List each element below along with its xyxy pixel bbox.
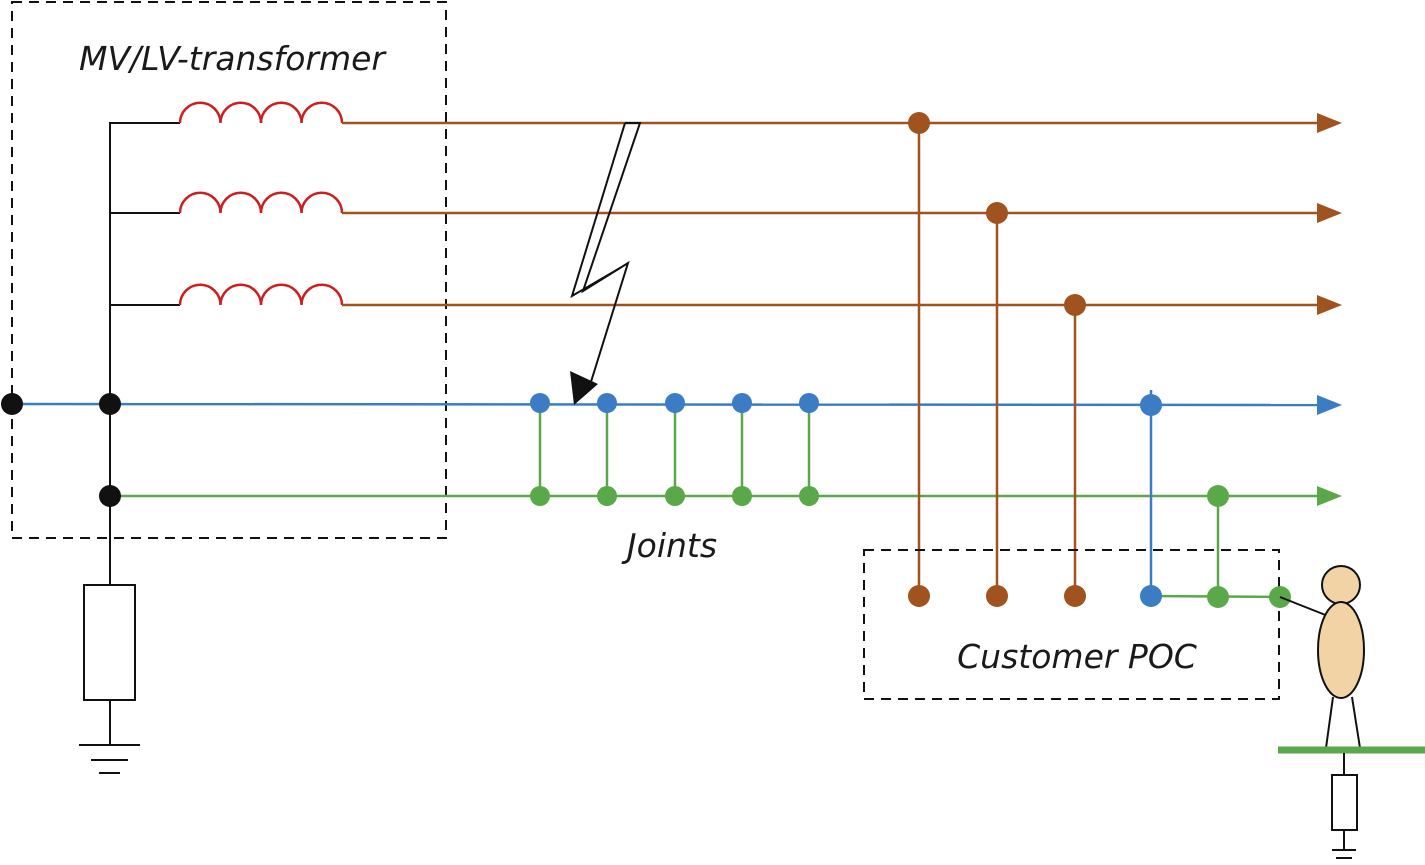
source-neutral-node (1, 393, 23, 415)
customer-poc-label: Customer POC (957, 637, 1197, 676)
earth-tap-node (1207, 485, 1229, 507)
joints-group (530, 393, 819, 506)
transformer-coil-3 (178, 283, 344, 306)
ground-symbol-icon (79, 744, 140, 774)
joint-neutral-node-2 (597, 393, 617, 413)
star-earth-node (99, 485, 121, 507)
neutral-conductor (11, 402, 1319, 407)
resistor-icon (83, 584, 136, 701)
phase-tap-node-3 (1064, 294, 1086, 316)
poc-terminal-l3 (1064, 585, 1086, 607)
joint-neutral-node-4 (732, 393, 752, 413)
poc-terminal-pe (1207, 586, 1229, 608)
phase-tap-node-1 (908, 112, 930, 134)
star-neutral-node (99, 393, 121, 415)
joint-neutral-node-5 (799, 393, 819, 413)
phase-tap-node-2 (986, 202, 1008, 224)
joints-label: Joints (621, 526, 717, 565)
transformer-box (11, 1, 447, 539)
joint-earth-node-3 (665, 486, 685, 506)
neutral-arrow (1317, 395, 1342, 415)
person-figure-icon (1279, 565, 1365, 749)
phase-arrow-1 (1317, 113, 1342, 133)
coil-icon (178, 101, 344, 306)
poc-terminal-n (1140, 585, 1162, 607)
joint-neutral-node-1 (530, 393, 550, 413)
transformer-coil-2 (178, 191, 344, 214)
lightning-bolt-arrow-icon (570, 122, 642, 405)
body-resistor-icon (1331, 774, 1358, 831)
transformer-label: MV/LV-transformer (79, 39, 387, 78)
joint-earth-node-5 (799, 486, 819, 506)
joint-earth-node-4 (732, 486, 752, 506)
phase-arrow-2 (1317, 203, 1342, 223)
earth-arrow (1317, 486, 1342, 506)
phase-arrow-3 (1317, 295, 1342, 315)
joint-earth-node-1 (530, 486, 550, 506)
joint-earth-node-2 (597, 486, 617, 506)
body-ground-icon (1332, 849, 1356, 859)
transformer-coil-1 (178, 101, 344, 124)
customer-poc-box (863, 549, 1280, 700)
poc-terminal-l1 (908, 585, 930, 607)
neutral-tap-node (1140, 394, 1162, 416)
poc-terminal-l2 (986, 585, 1008, 607)
joint-neutral-node-3 (665, 393, 685, 413)
